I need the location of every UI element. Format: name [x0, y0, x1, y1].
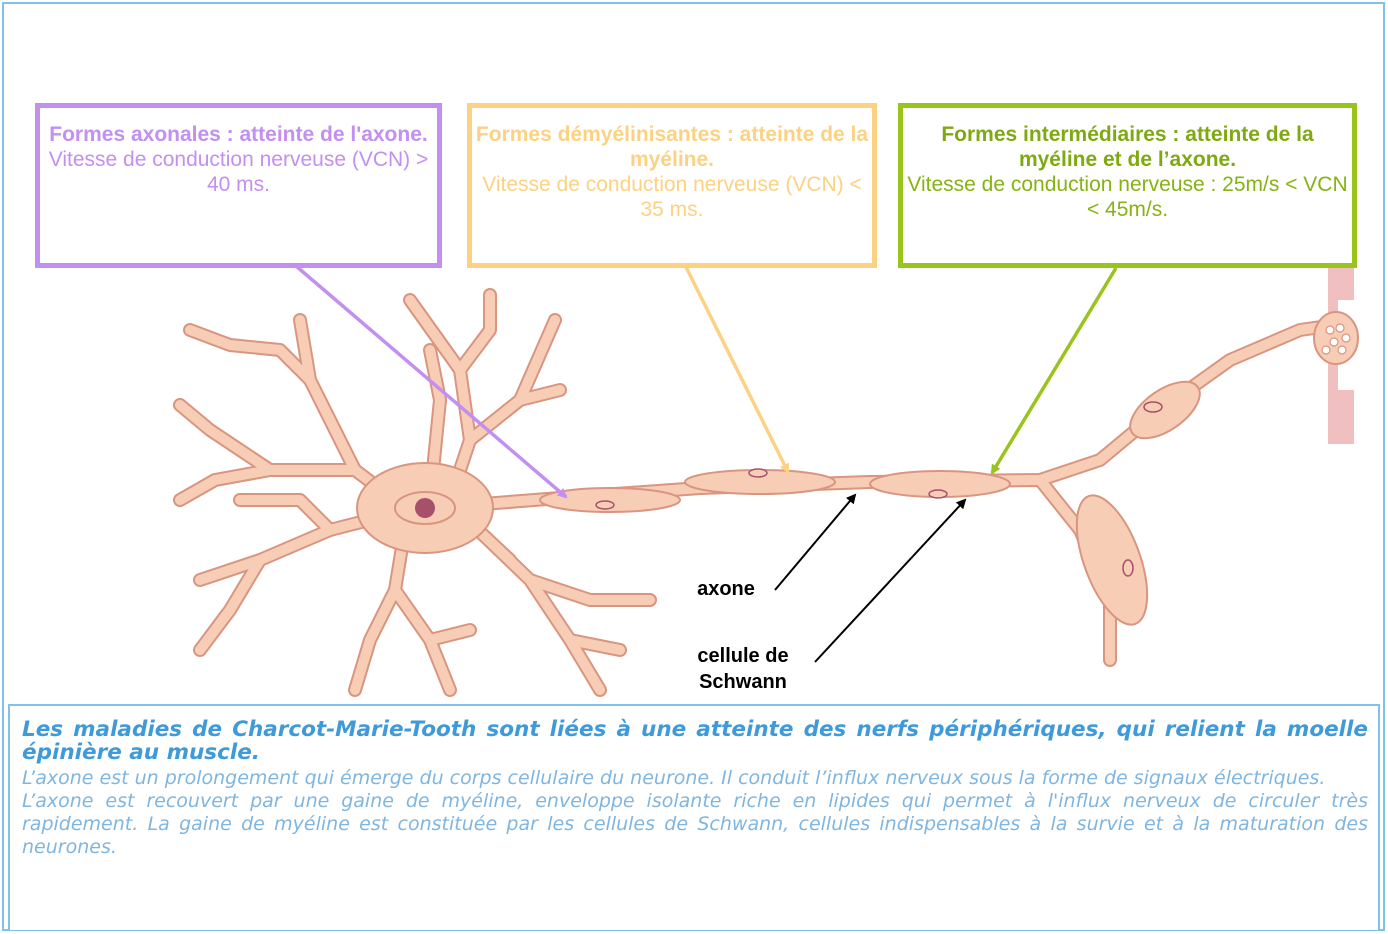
schwann-pointer [815, 500, 965, 662]
intermediate-forms-box: Formes intermédiaires : atteinte de la m… [898, 103, 1357, 268]
intermediate-forms-subtitle: Vitesse de conduction nerveuse : 25m/s <… [903, 172, 1352, 222]
schwann-cell-label: cellule de Schwann [668, 643, 818, 695]
intermediate-forms-title: Formes intermédiaires : atteinte de la m… [903, 122, 1352, 172]
caption-paragraph-1: L’axone est un prolongement qui émerge d… [22, 767, 1368, 790]
caption-lead: Les maladies de Charcot-Marie-Tooth sont… [22, 718, 1368, 764]
intermediate-arrow [992, 268, 1116, 473]
demyelinating-forms-subtitle: Vitesse de conduction nerveuse (VCN) < 3… [472, 172, 872, 222]
axonal-forms-subtitle: Vitesse de conduction nerveuse (VCN) > 4… [40, 147, 437, 197]
demyelinating-arrow [686, 267, 788, 472]
axonal-forms-box: Formes axonales : atteinte de l'axone. V… [35, 103, 442, 268]
caption-box: Les maladies de Charcot-Marie-Tooth sont… [8, 704, 1380, 930]
axonal-forms-title: Formes axonales : atteinte de l'axone. [40, 122, 437, 147]
cell-body [357, 463, 493, 553]
demyelinating-forms-title: Formes démyélinisantes : atteinte de la … [472, 122, 872, 172]
schwann-cell [1062, 487, 1161, 634]
axone-pointer [775, 495, 855, 590]
nucleus [415, 498, 435, 518]
demyelinating-forms-box: Formes démyélinisantes : atteinte de la … [467, 103, 877, 268]
caption-paragraph-2: L’axone est recouvert par une gaine de m… [22, 790, 1368, 859]
axone-label: axone [676, 576, 776, 602]
synaptic-terminal [1314, 312, 1358, 364]
